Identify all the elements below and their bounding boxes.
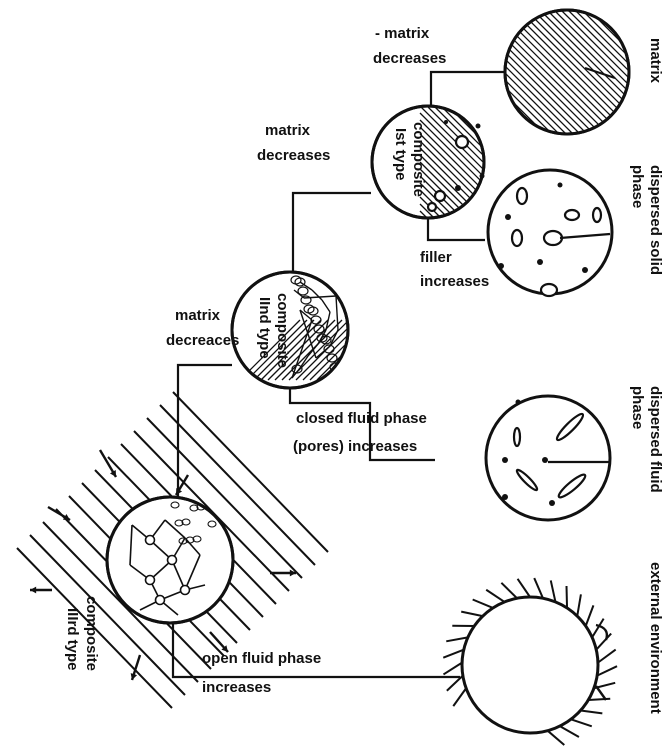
label-open-fluid-2: increases [202,679,271,696]
label-composite-1st-1: composite [410,122,427,197]
label-matrix-decreases-mid-1: matrix [265,122,311,139]
label-open-fluid-1: open fluid phase [202,650,321,667]
label-matrix-decreases-low-1: matrix [175,307,221,324]
label-matrix-decreases-top-2: decreases [373,50,446,67]
label-matrix-decreases-low-2: decreaces [166,332,239,349]
dispersed-solid-phase-circle [488,170,612,296]
label-external-environment: external environment [647,562,664,714]
label-filler-increases-2: increases [420,273,489,290]
label-composite-3rd-1: composite [83,596,100,671]
label-matrix: matrix [647,38,664,84]
label-dispersed-solid-1: dispersed solid [647,165,664,275]
label-composite-1st-2: Ist type [392,128,409,181]
external-environment-circle [443,578,617,745]
label-closed-fluid-2: (pores) increases [293,438,417,455]
label-composite-3rd-2: IIIrd type [64,608,81,671]
label-matrix-decreases-mid-2: decreases [257,147,330,164]
label-filler-increases-1: filler [420,249,452,266]
label-composite-2nd-2: IInd type [256,297,273,359]
label-dispersed-fluid-2: phase [629,386,646,429]
label-closed-fluid-1: closed fluid phase [296,410,427,427]
label-composite-2nd-1: composite [274,293,291,368]
dispersed-fluid-phase-circle [486,396,610,520]
label-matrix-decreases-top-1: - matrix [375,25,430,42]
label-dispersed-solid-2: phase [629,165,646,208]
label-dispersed-fluid-1: dispersed fluid [647,386,664,493]
